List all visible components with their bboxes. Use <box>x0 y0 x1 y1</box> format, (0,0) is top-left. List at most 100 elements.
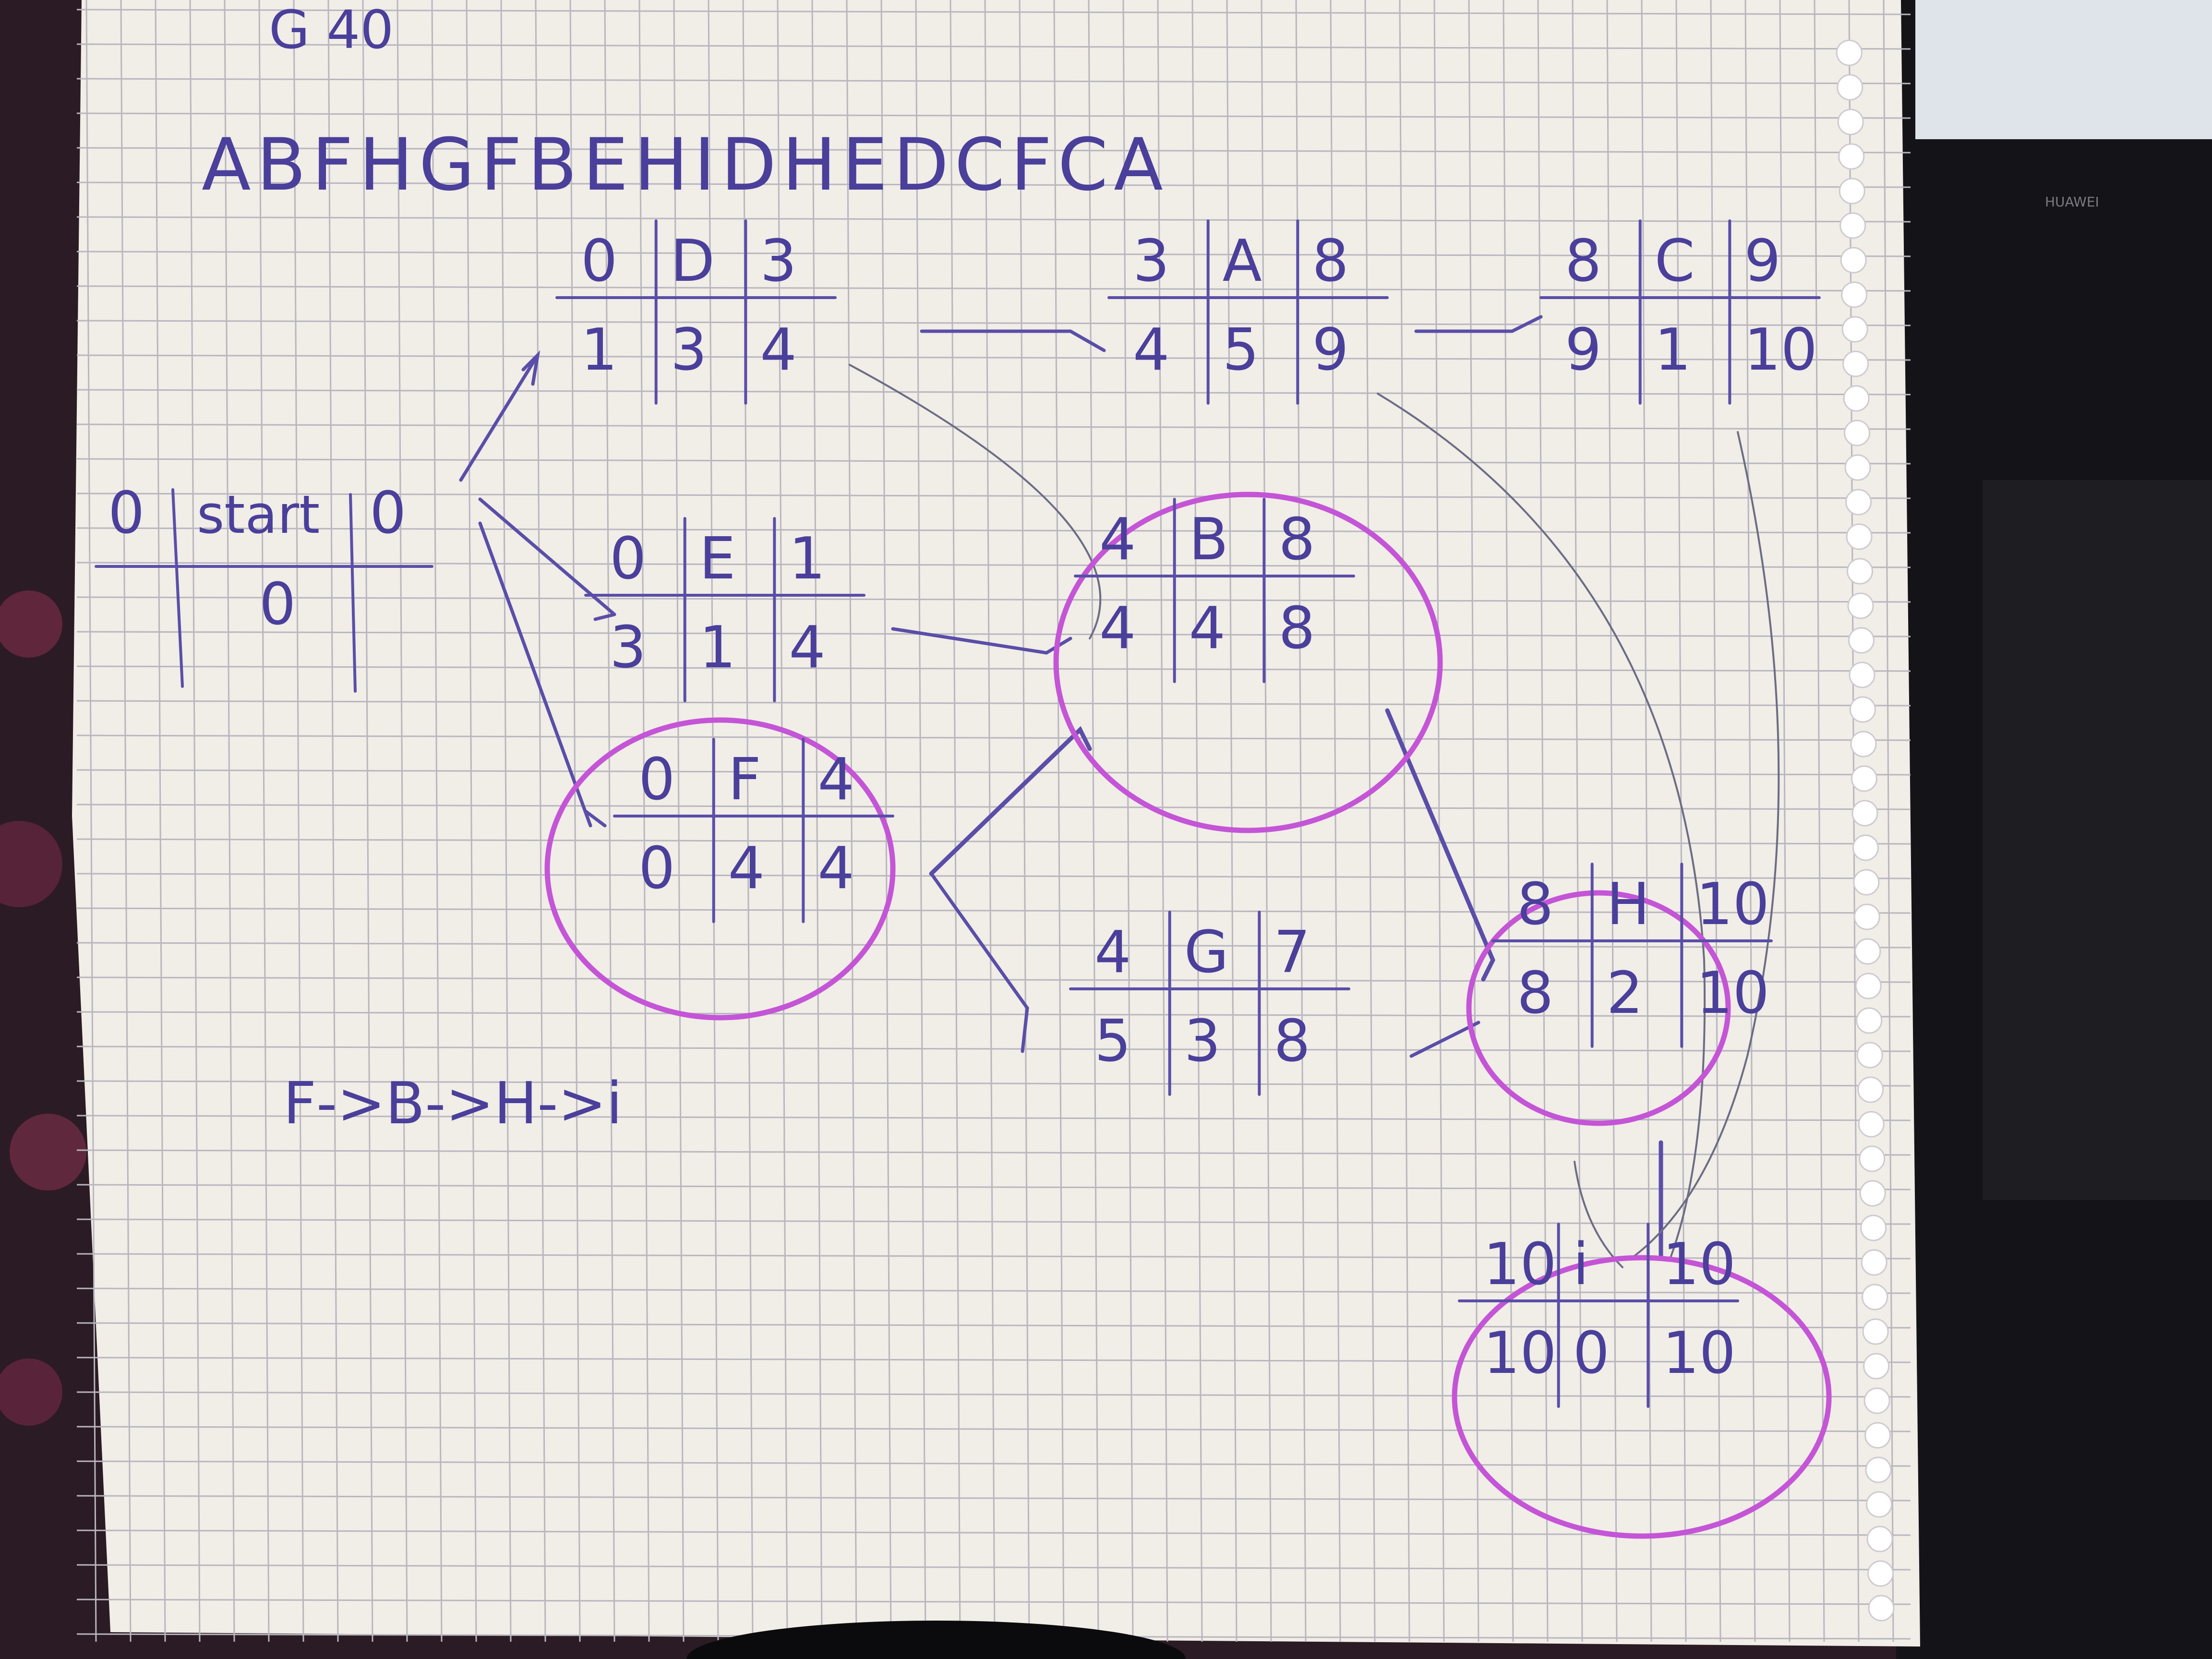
spiral-hole <box>1848 627 1875 654</box>
node-E-ls: 3 <box>610 614 646 681</box>
spiral-hole <box>1844 420 1871 446</box>
node-D-ef: 3 <box>760 228 796 295</box>
node-C-ls: 9 <box>1565 317 1601 384</box>
node-G-es: 4 <box>1094 919 1131 986</box>
spiral-hole <box>1846 523 1873 550</box>
spiral-hole <box>1845 489 1872 516</box>
node-I-es: 10 <box>1483 1231 1557 1298</box>
spiral-hole <box>1843 385 1870 412</box>
spiral-hole <box>1839 212 1866 239</box>
node-C-name: C <box>1655 228 1695 295</box>
node-F-lf: 4 <box>817 835 854 902</box>
node-F-name: F <box>728 746 761 813</box>
spiral-hole <box>1852 834 1879 861</box>
node-I-name: i <box>1573 1231 1589 1298</box>
spiral-hole <box>1862 1284 1888 1310</box>
node-H-lf: 10 <box>1696 960 1769 1027</box>
spiral-hole <box>1862 1318 1889 1345</box>
node-F-ls: 0 <box>638 835 675 902</box>
highlight-circle-H <box>1466 890 1731 1126</box>
node-G-name: G <box>1184 919 1229 986</box>
spiral-hole <box>1849 661 1875 688</box>
spiral-hole <box>1853 903 1880 930</box>
spiral-holes <box>1836 39 1895 1622</box>
node-F-dur: 4 <box>728 835 765 902</box>
critical-path-label: F->B->H->i <box>283 1070 622 1137</box>
spiral-hole <box>1841 316 1868 343</box>
node-I-ef: 10 <box>1662 1231 1736 1298</box>
node-B-es: 4 <box>1099 506 1136 573</box>
node-A-ef: 8 <box>1312 228 1348 295</box>
node-H-es: 8 <box>1517 871 1553 938</box>
highlight-circle-B <box>1053 492 1443 833</box>
start-es: 0 <box>108 480 144 547</box>
node-A-es: 3 <box>1133 228 1169 295</box>
node-E-lf: 4 <box>789 614 825 681</box>
node-B-dur: 4 <box>1189 595 1226 662</box>
spiral-hole <box>1837 74 1863 101</box>
spiral-hole <box>1851 800 1878 827</box>
spiral-hole <box>1842 350 1869 377</box>
node-H-ef: 10 <box>1696 871 1769 938</box>
node-A-ls: 4 <box>1133 317 1169 384</box>
spiral-hole <box>1861 1249 1887 1276</box>
node-B-name: B <box>1189 506 1228 573</box>
node-G-ls: 5 <box>1094 1008 1131 1075</box>
node-A-lf: 9 <box>1312 317 1348 384</box>
spiral-hole <box>1837 108 1864 135</box>
node-F-es: 0 <box>638 746 675 813</box>
node-H-name: H <box>1607 871 1650 938</box>
node-C-dur: 1 <box>1655 317 1691 384</box>
spiral-hole <box>1841 281 1868 308</box>
spiral-hole <box>1859 1145 1886 1172</box>
laptop-screen <box>1915 0 2212 139</box>
node-A-name: A <box>1223 228 1262 295</box>
spiral-hole <box>1847 592 1874 619</box>
spiral-hole <box>1853 869 1880 896</box>
spiral-hole <box>1851 765 1877 792</box>
spiral-hole <box>1836 39 1863 66</box>
spiral-hole <box>1867 1560 1894 1587</box>
paper-grid <box>76 0 1911 1642</box>
spiral-hole <box>1857 1076 1884 1103</box>
start-slack: 0 <box>259 571 296 638</box>
node-C-ef: 9 <box>1744 228 1780 295</box>
spiral-hole <box>1866 1491 1893 1518</box>
node-H-dur: 2 <box>1607 960 1643 1027</box>
laptop-brand: HUAWEI <box>2045 194 2099 210</box>
node-I-ls: 10 <box>1483 1320 1557 1387</box>
spiral-hole <box>1854 938 1881 965</box>
corner-scribble: G 40 <box>269 0 394 60</box>
node-B-lf: 8 <box>1278 595 1315 662</box>
notebook-page <box>72 0 1920 1647</box>
node-A-dur: 5 <box>1223 317 1259 384</box>
node-I-dur: 0 <box>1573 1320 1610 1387</box>
spiral-hole <box>1856 1007 1883 1034</box>
spiral-hole <box>1866 1526 1893 1552</box>
dependency-arrows <box>459 315 1780 1268</box>
spiral-hole <box>1839 178 1865 204</box>
spiral-hole <box>1860 1214 1887 1241</box>
node-D-name: D <box>671 228 715 295</box>
spiral-hole <box>1844 454 1871 481</box>
node-E-ef: 1 <box>789 526 825 592</box>
spiral-hole <box>1865 1456 1892 1483</box>
laptop-keyboard <box>1983 480 2212 1200</box>
spiral-hole <box>1847 558 1873 585</box>
start-ef: 0 <box>370 480 406 547</box>
node-B-ef: 8 <box>1278 506 1315 573</box>
node-E-name: E <box>699 526 736 592</box>
node-start: 0 start 0 0 <box>95 480 433 693</box>
node-D-ls: 1 <box>581 317 617 384</box>
node-C-lf: 10 <box>1744 317 1817 384</box>
node-E-es: 0 <box>610 526 646 592</box>
